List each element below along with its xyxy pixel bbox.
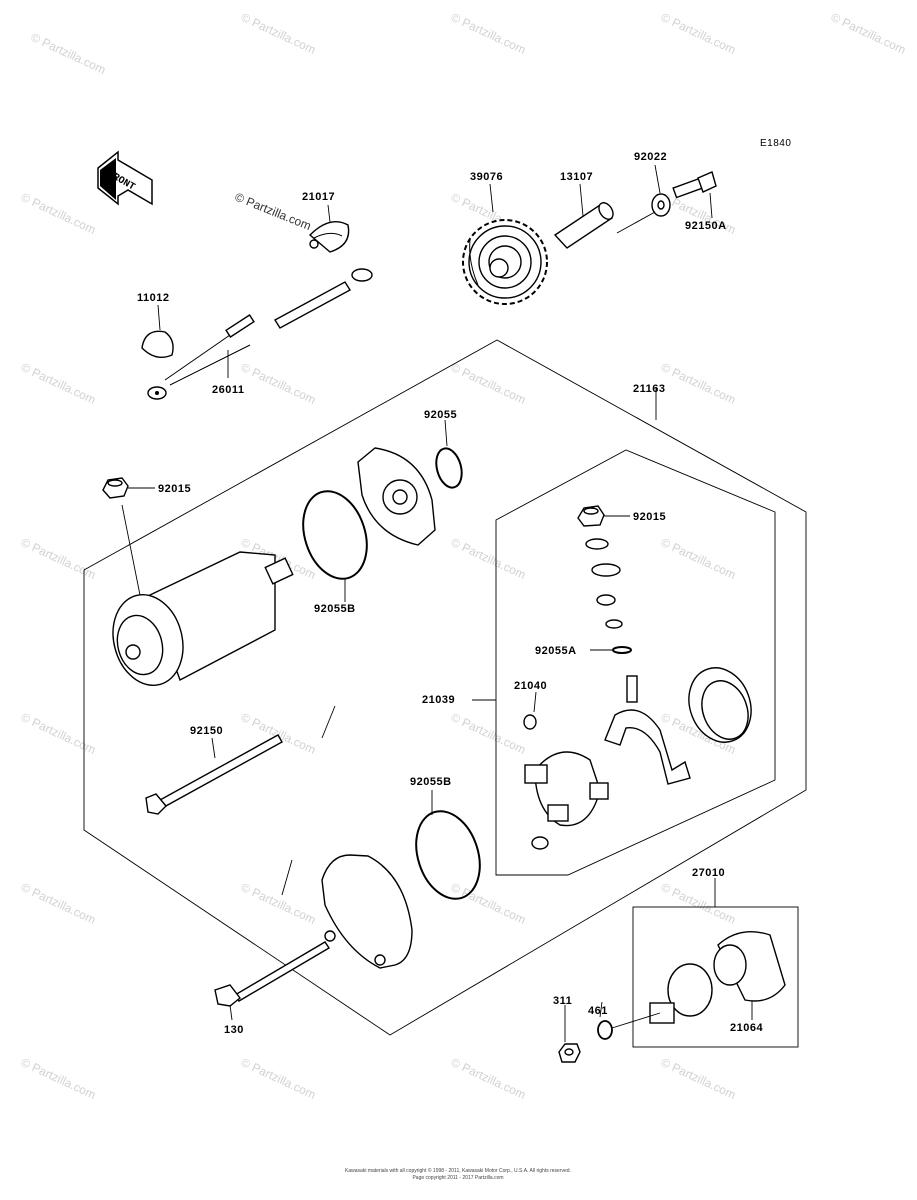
watermark: © Partzilla.com bbox=[19, 880, 98, 927]
part-rear-cover[interactable] bbox=[321, 854, 413, 969]
watermark: © Partzilla.com bbox=[19, 535, 98, 582]
part-13107-shaft[interactable] bbox=[553, 200, 616, 249]
watermark: © Partzilla.com bbox=[659, 10, 738, 57]
watermark: © Partzilla.com bbox=[659, 1055, 738, 1102]
part-label[interactable]: 13107 bbox=[560, 171, 593, 183]
leader bbox=[327, 204, 331, 223]
watermark: © Partzilla.com bbox=[239, 360, 318, 407]
part-label[interactable]: 39076 bbox=[470, 171, 503, 183]
part-starter-motor[interactable] bbox=[103, 551, 294, 693]
part-washers[interactable] bbox=[585, 538, 623, 629]
leader bbox=[321, 705, 336, 739]
part-label[interactable]: 21163 bbox=[633, 383, 665, 395]
part-label[interactable]: 92150A bbox=[685, 220, 727, 232]
watermark: © Partzilla.com bbox=[449, 1055, 528, 1102]
leader bbox=[281, 859, 293, 896]
part-label[interactable]: 92055A bbox=[535, 645, 577, 657]
part-92015-nut[interactable] bbox=[102, 477, 129, 499]
part-92055B-oring[interactable] bbox=[293, 483, 378, 587]
leader bbox=[489, 183, 494, 213]
watermark: © Partzilla.com bbox=[659, 360, 738, 407]
assembly-outline-21163 bbox=[83, 339, 807, 1036]
part-21017-cover[interactable] bbox=[308, 221, 350, 253]
part-label[interactable]: 92055 bbox=[424, 409, 457, 421]
watermark: © Partzilla.com bbox=[449, 535, 528, 582]
assembly-outline-21039 bbox=[495, 449, 776, 876]
watermark: © Partzilla.com bbox=[449, 880, 528, 927]
part-label[interactable]: 92015 bbox=[158, 483, 191, 495]
part-brush-plate[interactable] bbox=[604, 675, 691, 785]
leader bbox=[533, 691, 537, 713]
part-92055-oring[interactable] bbox=[432, 446, 466, 491]
watermark: © Partzilla.com bbox=[449, 710, 528, 757]
leader bbox=[579, 183, 584, 217]
part-front-cover[interactable] bbox=[357, 447, 436, 546]
part-92055A-oring[interactable] bbox=[612, 646, 632, 654]
part-label[interactable]: 311 bbox=[553, 995, 572, 1007]
diagram-code: E1840 bbox=[760, 138, 791, 149]
part-label[interactable]: 21064 bbox=[730, 1022, 763, 1034]
part-92150-bolt[interactable] bbox=[145, 734, 283, 815]
watermark: © Partzilla.com bbox=[19, 1055, 98, 1102]
part-92015-nut-inner[interactable] bbox=[577, 505, 605, 527]
part-battery-cable[interactable] bbox=[274, 268, 373, 329]
watermark: © Partzilla.com bbox=[449, 360, 528, 407]
assembly-box-27010 bbox=[632, 906, 799, 1048]
part-label[interactable]: 130 bbox=[224, 1024, 244, 1036]
watermark: © Partzilla.com bbox=[239, 1055, 318, 1102]
part-label[interactable]: 26011 bbox=[212, 384, 244, 396]
watermark: © Partzilla.com bbox=[449, 10, 528, 57]
part-label[interactable]: 461 bbox=[588, 1005, 608, 1017]
part-130-bolt[interactable] bbox=[214, 941, 330, 1007]
part-label[interactable]: 27010 bbox=[692, 867, 725, 879]
part-92022-washer[interactable] bbox=[651, 193, 671, 217]
watermark: © Partzilla.com bbox=[19, 190, 98, 237]
leader bbox=[229, 1004, 233, 1021]
leader bbox=[444, 419, 448, 447]
part-92150A-bolt[interactable] bbox=[672, 171, 717, 199]
part-label[interactable]: 92055B bbox=[410, 776, 452, 788]
leader bbox=[616, 211, 656, 234]
part-label[interactable]: 92055B bbox=[314, 603, 356, 615]
watermark: © Partzilla.com bbox=[659, 880, 738, 927]
leader bbox=[121, 504, 141, 596]
front-arrow-icon: FRONT bbox=[97, 150, 153, 206]
footer-copyright-2: Page copyright 2011 - 2017 Partzilla.com bbox=[412, 1175, 503, 1181]
watermark: © Partzilla.com bbox=[829, 10, 908, 57]
part-label[interactable]: 21040 bbox=[514, 680, 547, 692]
footer-copyright: Kawasaki materials with all copyright © … bbox=[345, 1167, 571, 1174]
part-brush-holder[interactable] bbox=[523, 714, 609, 850]
part-label[interactable]: 21017 bbox=[302, 191, 335, 203]
part-switch-body[interactable] bbox=[611, 963, 713, 1029]
watermark: © Partzilla.com bbox=[239, 10, 318, 57]
part-21064-cover[interactable] bbox=[713, 931, 786, 1002]
part-311-nut[interactable] bbox=[558, 1043, 581, 1063]
part-92055B-oring[interactable] bbox=[406, 803, 491, 907]
watermark: © Partzilla.com bbox=[19, 710, 98, 757]
watermark: © Partzilla.com bbox=[239, 880, 318, 927]
leader bbox=[211, 737, 216, 759]
leader bbox=[654, 164, 661, 194]
part-label[interactable]: 92015 bbox=[633, 511, 666, 523]
part-461-clip[interactable] bbox=[597, 1020, 613, 1040]
leader bbox=[157, 304, 161, 331]
leader bbox=[709, 192, 713, 219]
part-label[interactable]: 92022 bbox=[634, 151, 667, 163]
part-label[interactable]: 21039 bbox=[422, 694, 455, 706]
part-39076-gear[interactable] bbox=[462, 219, 548, 305]
part-11012-cap[interactable] bbox=[141, 330, 174, 358]
part-26011-lead[interactable] bbox=[147, 314, 255, 400]
part-yoke-ring[interactable] bbox=[679, 659, 761, 751]
watermark: © Partzilla.com bbox=[19, 360, 98, 407]
watermark: © Partzilla.com bbox=[659, 535, 738, 582]
leader bbox=[599, 1001, 603, 1018]
watermark: © Partzilla.com bbox=[29, 30, 108, 77]
part-label[interactable]: 92150 bbox=[190, 725, 223, 737]
part-label[interactable]: 11012 bbox=[137, 292, 169, 304]
